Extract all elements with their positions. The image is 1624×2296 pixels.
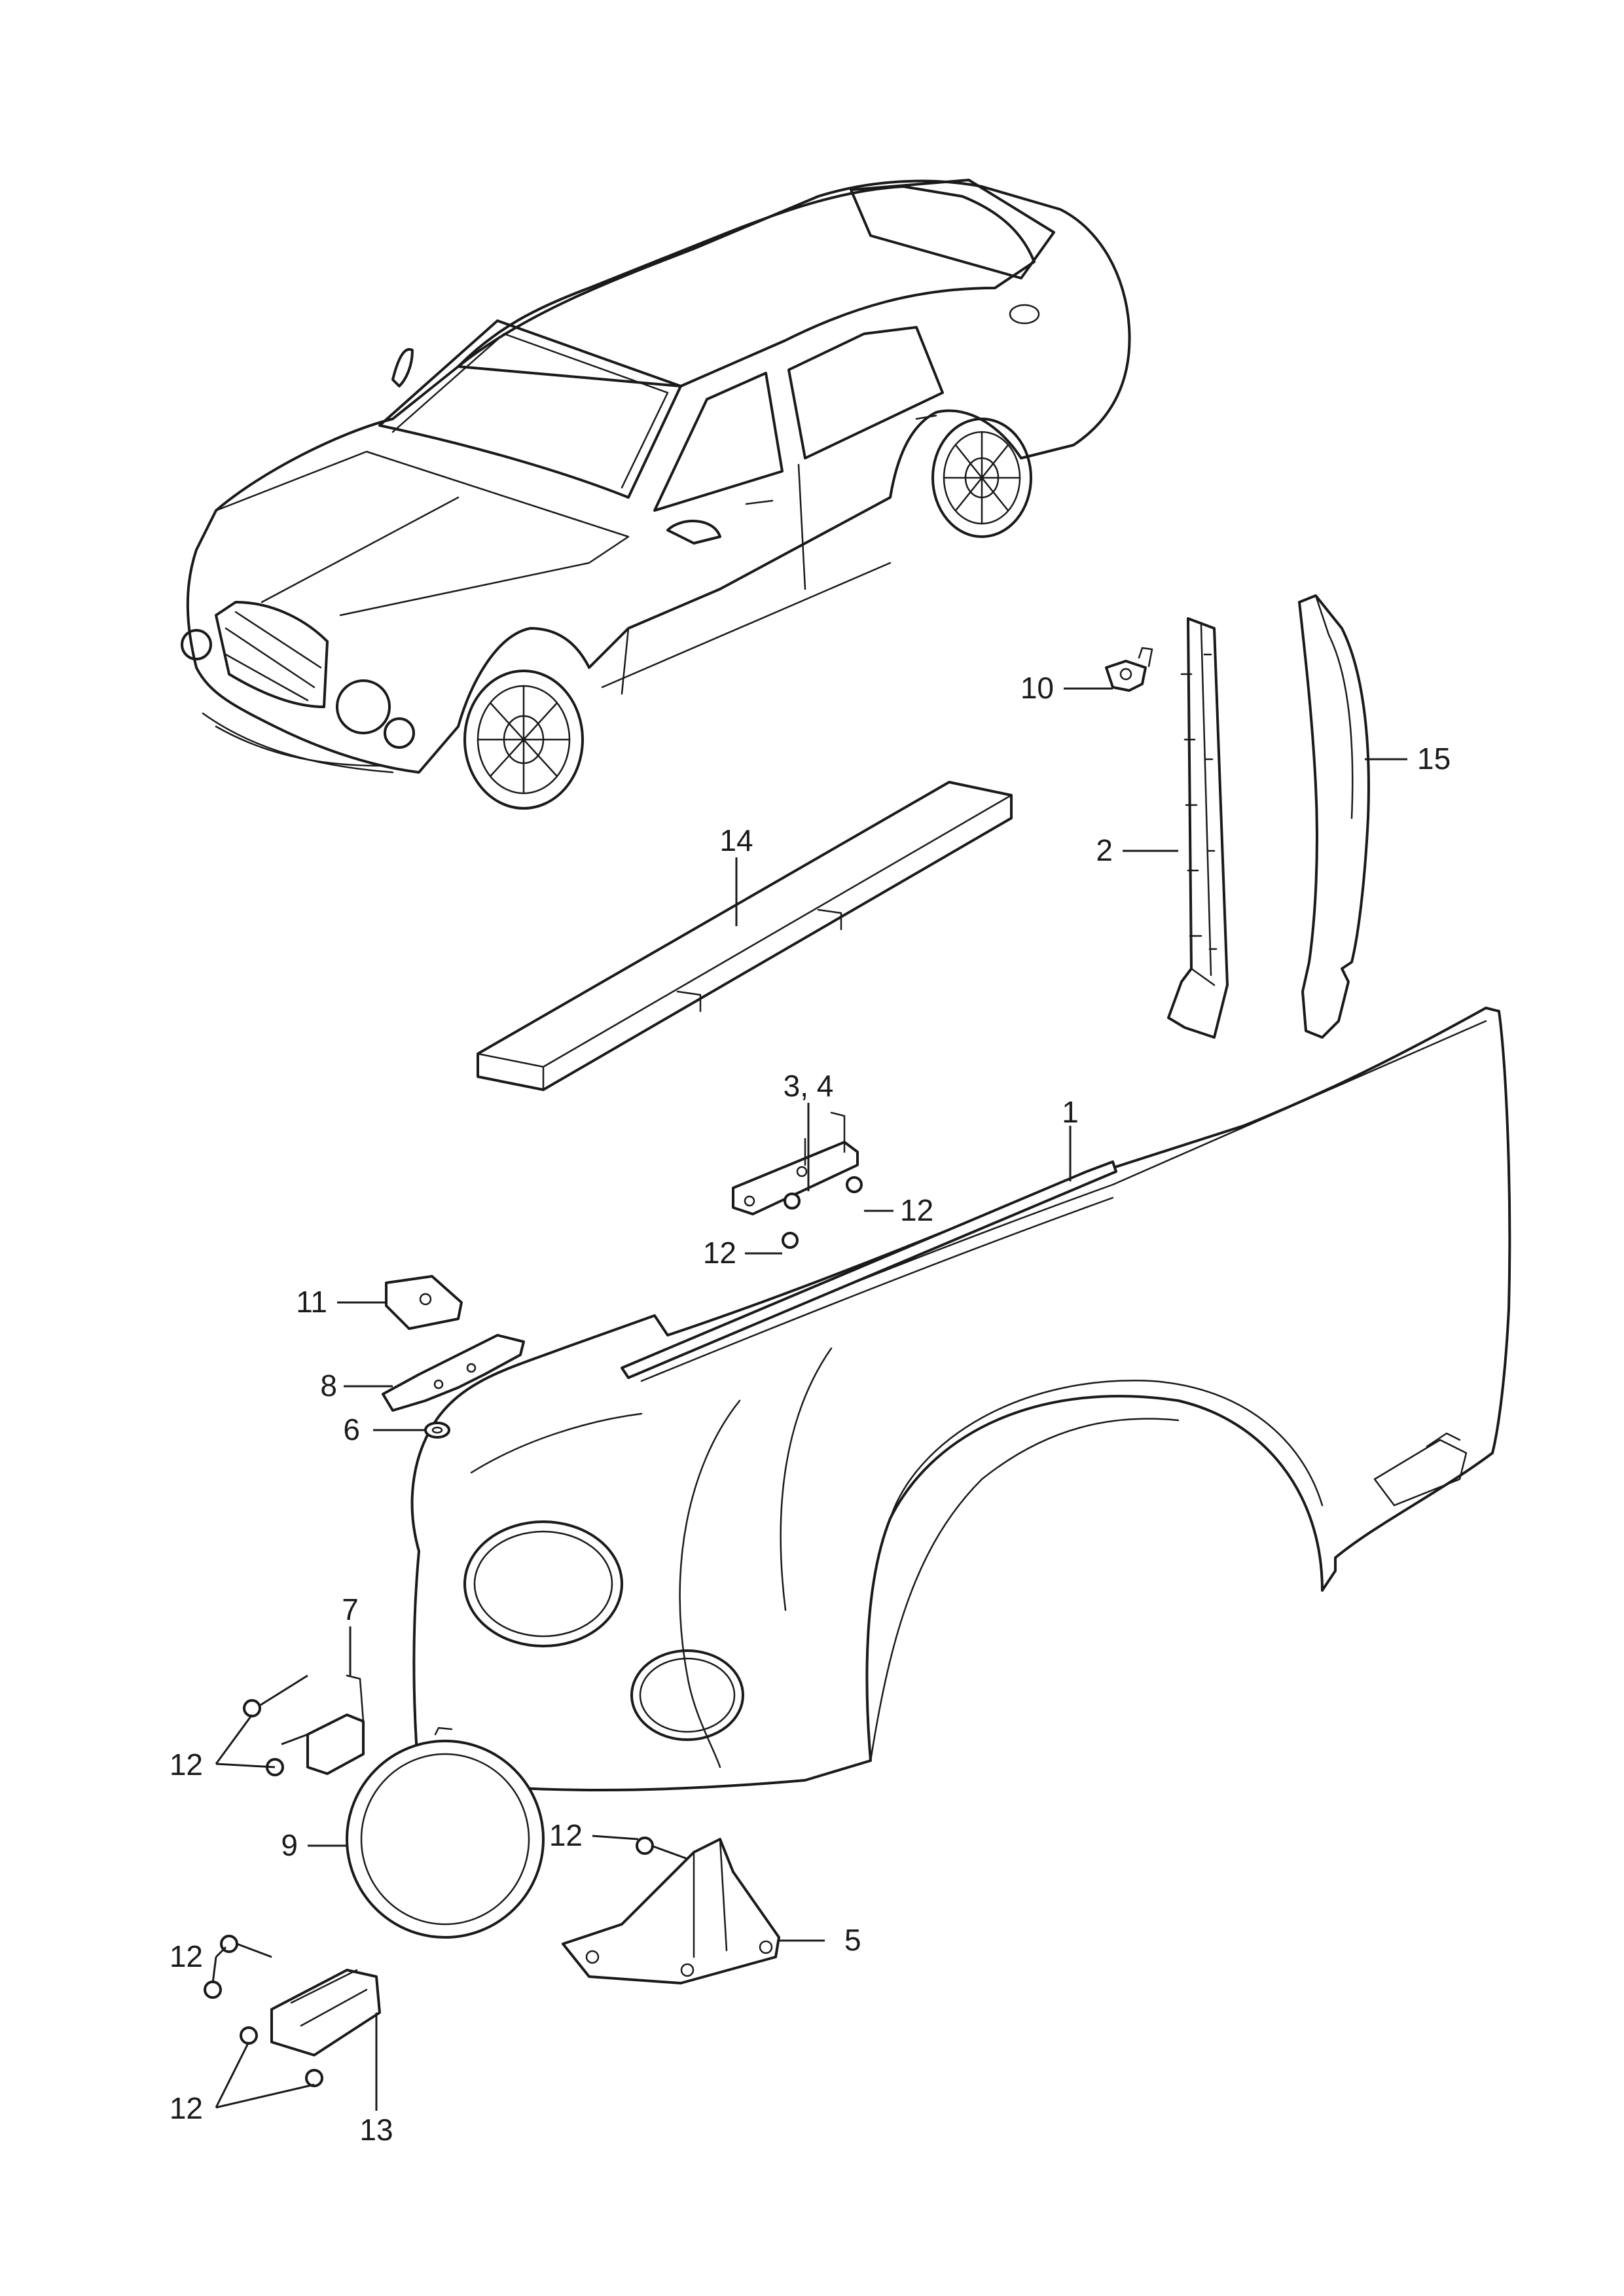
part-2-bracket-strip	[1167, 617, 1229, 1039]
part-15-foam-block	[1298, 594, 1370, 1039]
callout-12-fender-right: 12	[900, 1193, 933, 1227]
callout-9: 9	[281, 1828, 298, 1862]
callout-8: 8	[320, 1369, 337, 1403]
part-1-front-wing	[410, 1007, 1511, 1791]
callout-12-part13-top: 12	[170, 1939, 203, 1973]
callout-5: 5	[844, 1923, 861, 1957]
callout-12-part5: 12	[549, 1818, 583, 1852]
part-13-lower-bracket	[270, 1969, 381, 2056]
callout-12-part7: 12	[170, 1748, 203, 1782]
part-5-mounting-bracket	[562, 1838, 780, 1984]
part-14-insulation-strip	[477, 781, 1013, 1091]
car-overview-drawing	[181, 179, 1131, 810]
leader-lines	[211, 687, 1407, 2111]
part-6-washer	[424, 1422, 450, 1439]
callout-12-part13-bottom: 12	[170, 2091, 203, 2125]
callout-2: 2	[1096, 833, 1113, 867]
part-10-clip	[1105, 647, 1153, 692]
part-3-4-bracket	[732, 1111, 859, 1215]
callout-10: 10	[1020, 671, 1054, 705]
callout-6: 6	[343, 1412, 360, 1446]
callout-12-fender-left: 12	[703, 1236, 736, 1270]
callout-1: 1	[1062, 1095, 1079, 1129]
part-7-bracket	[306, 1674, 365, 1775]
callout-15: 15	[1417, 742, 1451, 776]
callout-14: 14	[719, 823, 753, 857]
callout-7: 7	[342, 1592, 359, 1626]
part-9-headlamp-ring	[346, 1727, 545, 1939]
callout-3-4: 3, 4	[784, 1069, 834, 1103]
callout-11: 11	[296, 1285, 327, 1319]
callout-13: 13	[359, 2113, 393, 2147]
part-11-bracket	[385, 1275, 463, 1330]
part-8-strap-bracket	[382, 1334, 525, 1412]
